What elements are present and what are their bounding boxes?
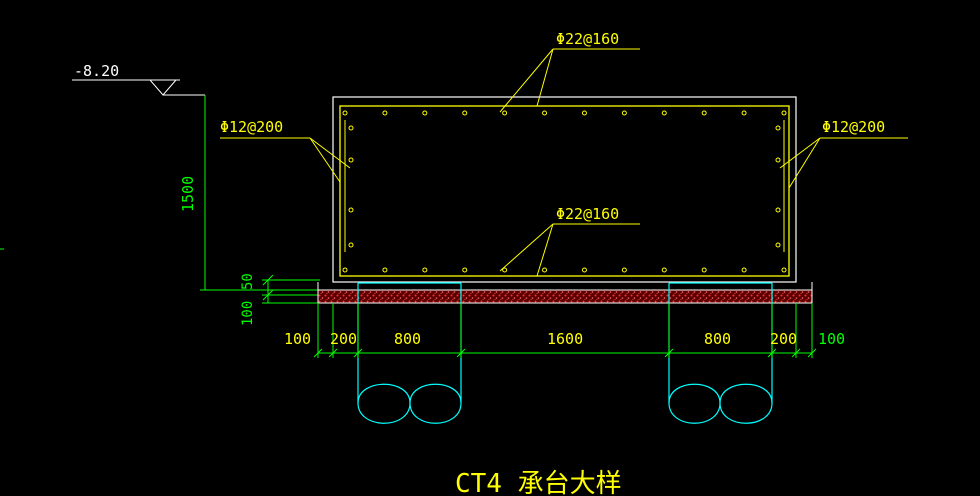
rebar-label-bottom: Φ22@160 (556, 205, 619, 223)
rebar-dot (775, 157, 781, 163)
elevation-label: -8.20 (74, 62, 119, 80)
rebar-dot (422, 267, 428, 273)
rebar-callout-top (499, 48, 640, 113)
rebar-dot (741, 110, 747, 116)
rebar-dot-group (342, 110, 787, 273)
rebar-dot (462, 267, 468, 273)
rebar-label-left: Φ12@200 (220, 118, 283, 136)
rebar-dot (621, 267, 627, 273)
rebar-dot (422, 110, 428, 116)
rebar-dot (542, 267, 548, 273)
dim-right-pile: 800 (704, 330, 731, 348)
rebar-callout-right (779, 137, 908, 189)
rebar-dot (502, 110, 508, 116)
rebar-dot (581, 267, 587, 273)
rebar-label-top: Φ22@160 (556, 30, 619, 48)
vertical-dimension (0, 95, 320, 304)
rebar-dot (342, 267, 348, 273)
rebar-dot (741, 267, 747, 273)
rebar-dot (661, 110, 667, 116)
rebar-dot (382, 110, 388, 116)
cushion-layer (317, 282, 813, 304)
rebar-dot (462, 110, 468, 116)
rebar-dot (382, 267, 388, 273)
rebar-dot (775, 242, 781, 248)
rebar-dot (348, 242, 354, 248)
rebar-dot (348, 207, 354, 213)
pile-cap-outline (332, 96, 797, 283)
rebar-label-right: Φ12@200 (822, 118, 885, 136)
elevation-marker: -8.20 (72, 62, 205, 96)
horizontal-dimension-labels: 100 200 800 1600 800 200 100 (284, 330, 845, 348)
drawing-title: CT4 承台大样 (455, 469, 622, 496)
rebar-dot (621, 110, 627, 116)
rebar-callout-bottom (499, 223, 640, 277)
rebar-dot (661, 267, 667, 273)
rebar-dot (348, 157, 354, 163)
dim-right-edge: 200 (770, 330, 797, 348)
rebar-dot (781, 110, 787, 116)
rebar-dot (701, 267, 707, 273)
dimension-bedding-100: 100 (240, 301, 256, 326)
rebar-dot (348, 125, 354, 131)
rebar-dot (542, 110, 548, 116)
rebar-dot (775, 207, 781, 213)
rebar-dot (581, 110, 587, 116)
dim-left-offset: 100 (284, 330, 311, 348)
dim-left-pile: 800 (394, 330, 421, 348)
horizontal-dimension (313, 303, 817, 358)
dimension-height-1500: 1500 (179, 176, 197, 212)
dim-left-edge: 200 (330, 330, 357, 348)
dim-right-offset: 100 (818, 330, 845, 348)
dimension-cushion-50: 50 (240, 273, 256, 290)
rebar-dot (502, 267, 508, 273)
dim-pile-spacing: 1600 (547, 330, 583, 348)
rebar-dot (701, 110, 707, 116)
rebar-callout-left (220, 137, 351, 183)
rebar-dot (781, 267, 787, 273)
rebar-dot (775, 125, 781, 131)
rebar-cage (339, 105, 790, 277)
rebar-dot (342, 110, 348, 116)
